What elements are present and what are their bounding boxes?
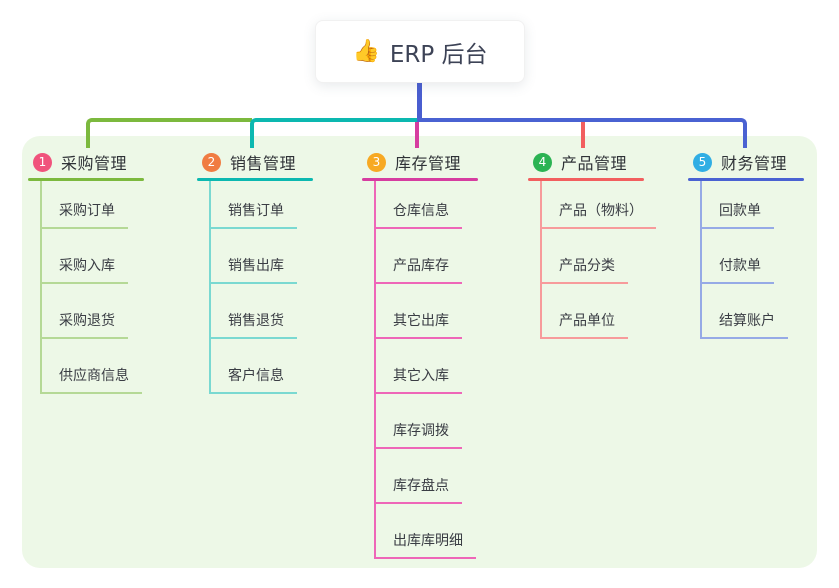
child-node[interactable]: 采购退货 <box>42 310 128 339</box>
child-row: 库存调拨 <box>376 394 476 449</box>
child-row: 采购订单 <box>42 181 142 229</box>
child-row: 产品分类 <box>542 229 656 284</box>
child-row: 付款单 <box>702 229 788 284</box>
child-row: 客户信息 <box>211 339 297 394</box>
branch2-connector-line <box>250 118 417 148</box>
branch-number-badge: 1 <box>33 152 52 172</box>
child-node[interactable]: 库存调拨 <box>376 420 462 449</box>
branch-label: 产品管理 <box>561 154 628 173</box>
branch-number-badge: 4 <box>533 152 552 172</box>
child-row: 销售出库 <box>211 229 297 284</box>
root-title: ERP 后台 <box>389 41 488 68</box>
child-row: 销售订单 <box>211 181 297 229</box>
branch-underline <box>528 178 644 181</box>
branch-column-4: 4 产品管理 产品（物料） 产品分类产品单位 <box>528 146 656 339</box>
child-node[interactable]: 产品（物料） <box>542 200 656 229</box>
branch-children: 回款单付款单结算账户 <box>700 181 788 339</box>
child-node[interactable]: 客户信息 <box>211 365 297 394</box>
branch-header[interactable]: 1 采购管理 <box>28 146 144 178</box>
child-node[interactable]: 产品库存 <box>376 255 462 284</box>
branch-children: 采购订单采购入库采购退货供应商信息 <box>40 181 142 394</box>
child-node[interactable]: 付款单 <box>702 255 774 284</box>
branch-children: 产品（物料） 产品分类产品单位 <box>540 181 656 339</box>
branch3-connector-line <box>415 122 419 148</box>
child-row: 供应商信息 <box>42 339 142 394</box>
child-node[interactable]: 回款单 <box>702 200 774 229</box>
branch-column-3: 3 库存管理 仓库信息产品库存其它出库其它入库库存调拨库存盘点出库库明细 <box>362 146 478 559</box>
child-row: 出库库明细 <box>376 504 476 559</box>
child-node[interactable]: 出库库明细 <box>376 530 476 559</box>
branch-column-2: 2 销售管理 销售订单销售出库销售退货客户信息 <box>197 146 313 394</box>
root-connector-line <box>417 83 422 122</box>
child-node[interactable]: 采购订单 <box>42 200 128 229</box>
child-node[interactable]: 仓库信息 <box>376 200 462 229</box>
child-node[interactable]: 库存盘点 <box>376 475 462 504</box>
thumbs-up-icon: 👍 <box>352 38 380 64</box>
child-node[interactable]: 其它出库 <box>376 310 462 339</box>
branch-header[interactable]: 2 销售管理 <box>197 146 313 178</box>
background-panel <box>22 136 817 568</box>
branch-underline <box>28 178 144 181</box>
child-row: 产品单位 <box>542 284 656 339</box>
child-row: 销售退货 <box>211 284 297 339</box>
root-node[interactable]: 👍 ERP 后台 <box>315 20 525 83</box>
branch-header[interactable]: 3 库存管理 <box>362 146 478 178</box>
child-row: 仓库信息 <box>376 181 476 229</box>
child-node[interactable]: 供应商信息 <box>42 365 142 394</box>
child-node[interactable]: 结算账户 <box>702 310 788 339</box>
branch-number-badge: 3 <box>367 152 386 172</box>
branch-underline <box>197 178 313 181</box>
child-row: 产品（物料） <box>542 181 656 229</box>
child-row: 回款单 <box>702 181 788 229</box>
branch-label: 采购管理 <box>61 154 128 173</box>
child-row: 库存盘点 <box>376 449 476 504</box>
branch-header[interactable]: 5 财务管理 <box>688 146 804 178</box>
branch5-connector-line <box>417 118 747 148</box>
child-row: 采购入库 <box>42 229 142 284</box>
child-row: 产品库存 <box>376 229 476 284</box>
child-node[interactable]: 产品单位 <box>542 310 628 339</box>
branch-children: 仓库信息产品库存其它出库其它入库库存调拨库存盘点出库库明细 <box>374 181 476 559</box>
child-node[interactable]: 销售订单 <box>211 200 297 229</box>
branch-label: 库存管理 <box>395 154 462 173</box>
branch-column-5: 5 财务管理 回款单付款单结算账户 <box>688 146 804 339</box>
branch-underline <box>688 178 804 181</box>
branch-children: 销售订单销售出库销售退货客户信息 <box>209 181 297 394</box>
branch4-connector-line <box>581 122 585 148</box>
branch-number-badge: 2 <box>202 152 221 172</box>
branch-underline <box>362 178 478 181</box>
branch-column-1: 1 采购管理 采购订单采购入库采购退货供应商信息 <box>28 146 144 394</box>
child-node[interactable]: 采购入库 <box>42 255 128 284</box>
branch-label: 销售管理 <box>230 154 297 173</box>
child-row: 其它入库 <box>376 339 476 394</box>
branch1-connector-line <box>86 118 252 148</box>
child-row: 采购退货 <box>42 284 142 339</box>
branch-header[interactable]: 4 产品管理 <box>528 146 644 178</box>
child-row: 其它出库 <box>376 284 476 339</box>
child-node[interactable]: 销售退货 <box>211 310 297 339</box>
child-node[interactable]: 其它入库 <box>376 365 462 394</box>
branch-label: 财务管理 <box>721 154 788 173</box>
child-node[interactable]: 产品分类 <box>542 255 628 284</box>
branch-number-badge: 5 <box>693 152 712 172</box>
child-node[interactable]: 销售出库 <box>211 255 297 284</box>
child-row: 结算账户 <box>702 284 788 339</box>
